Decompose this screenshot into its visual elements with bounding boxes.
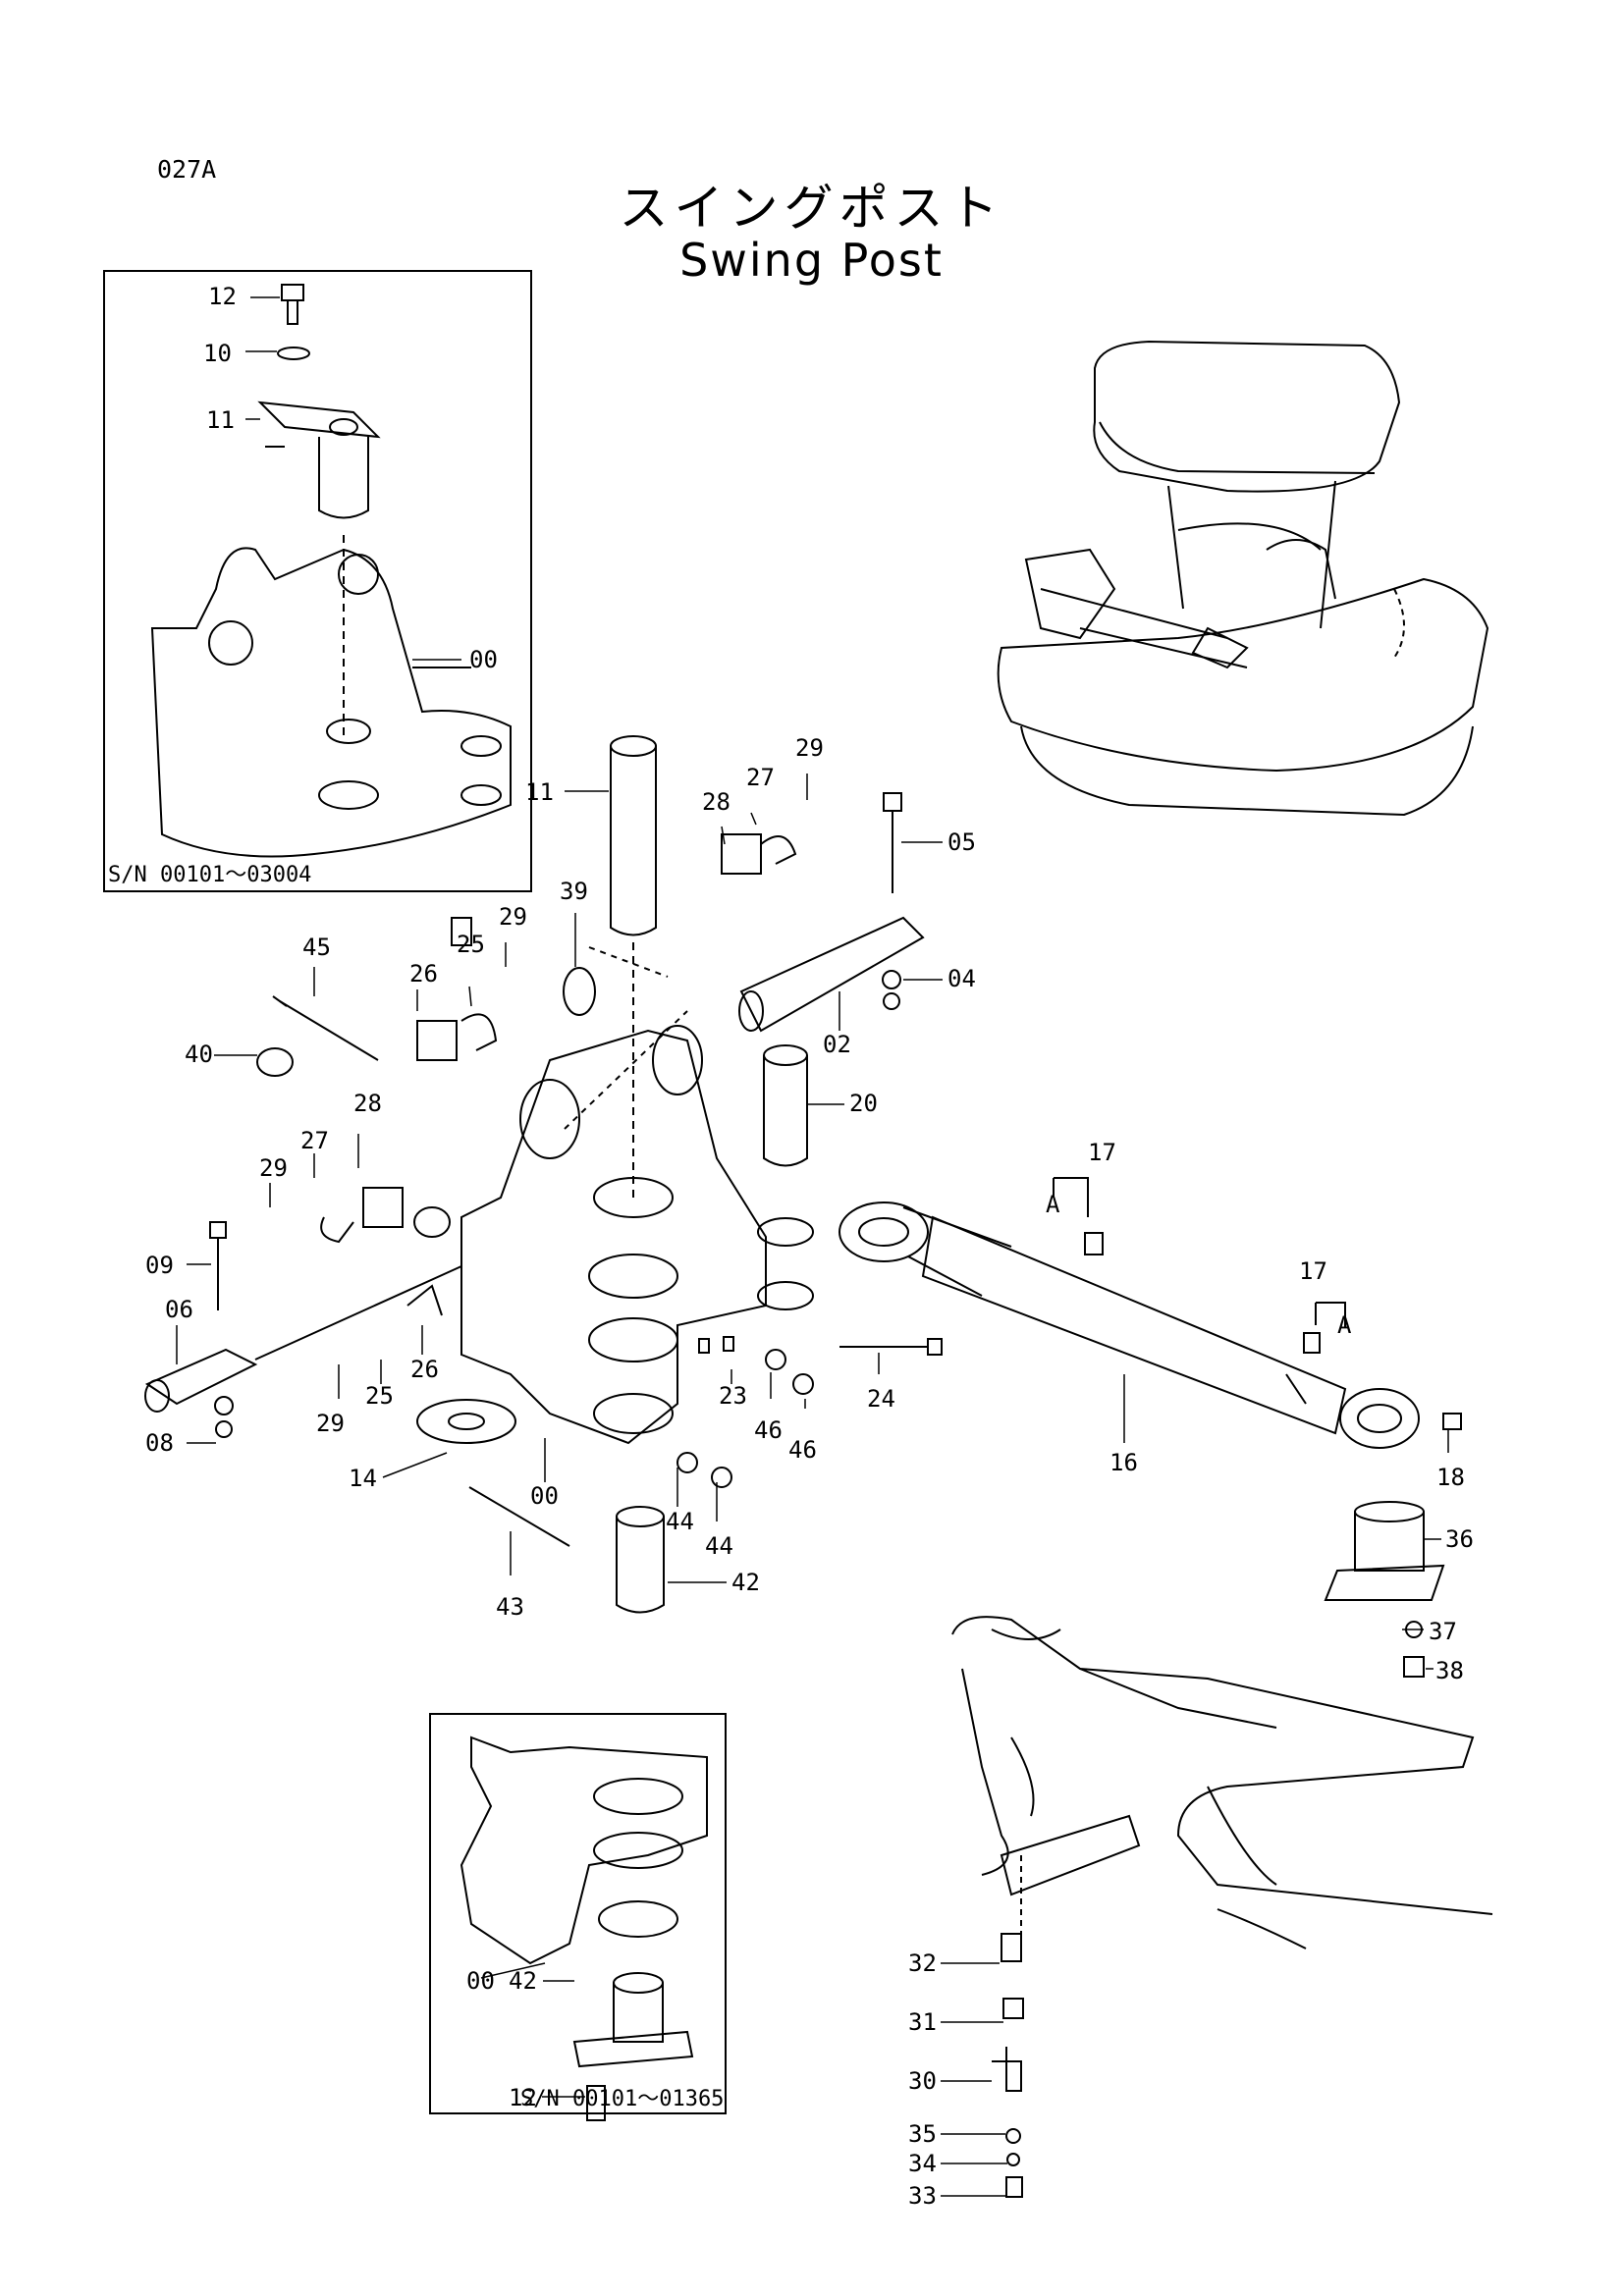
callout-label: 44 bbox=[705, 1532, 733, 1560]
callout-label: 26 bbox=[410, 1356, 439, 1383]
callout-label: 17 bbox=[1299, 1257, 1327, 1285]
callout-label: 12 bbox=[208, 283, 237, 310]
callout-label: 29 bbox=[499, 903, 527, 931]
inset-bottom-parts bbox=[460, 1735, 708, 2121]
callout-label: 44 bbox=[666, 1508, 694, 1535]
callout-label: 12 bbox=[509, 2084, 537, 2111]
inset-top-frame bbox=[103, 270, 532, 892]
callout-label: 27 bbox=[746, 764, 775, 791]
callout-label: 32 bbox=[908, 1949, 937, 1977]
callout-label: 11 bbox=[206, 406, 235, 434]
callout-label: 25 bbox=[365, 1382, 394, 1410]
excavator-cab-illustration bbox=[997, 340, 1489, 817]
callout-label: 27 bbox=[300, 1127, 329, 1154]
callout-label: 46 bbox=[754, 1416, 783, 1444]
callout-label: 06 bbox=[165, 1296, 193, 1323]
callout-label: 24 bbox=[867, 1385, 895, 1413]
callout-label: 31 bbox=[908, 2008, 937, 2036]
callout-label: 26 bbox=[409, 960, 438, 988]
callout-label: 43 bbox=[496, 1593, 524, 1621]
callout-label: 35 bbox=[908, 2120, 937, 2148]
swing-cylinder-illustration bbox=[839, 1177, 1462, 1678]
callout-label: 37 bbox=[1429, 1618, 1457, 1645]
callout-label: 25 bbox=[457, 931, 485, 958]
callout-label: 42 bbox=[731, 1569, 760, 1596]
callout-label: 36 bbox=[1445, 1525, 1474, 1553]
swing-post-main-assembly bbox=[144, 735, 943, 1614]
callout-label: 23 bbox=[719, 1382, 747, 1410]
callout-label: 05 bbox=[947, 828, 976, 856]
callout-label: 02 bbox=[823, 1031, 851, 1058]
page-title-japanese: スイングポスト bbox=[619, 180, 1004, 237]
callout-label: 33 bbox=[908, 2182, 937, 2210]
callout-label: 11 bbox=[525, 778, 554, 806]
callout-label: 29 bbox=[259, 1154, 288, 1182]
upper-frame-illustration bbox=[951, 1616, 1493, 2198]
callout-label: 29 bbox=[316, 1410, 345, 1437]
inset-top-parts bbox=[150, 284, 512, 858]
callout-label: 00 bbox=[469, 646, 498, 673]
callout-label: 00 bbox=[466, 1967, 495, 1995]
callout-label: 09 bbox=[145, 1252, 174, 1279]
callout-label: 39 bbox=[560, 878, 588, 905]
callout-label: 14 bbox=[349, 1465, 377, 1492]
callout-label: 18 bbox=[1436, 1464, 1465, 1491]
callout-label: 00 bbox=[530, 1482, 559, 1510]
callout-label: 04 bbox=[947, 965, 976, 992]
callout-label: 40 bbox=[185, 1041, 213, 1068]
inset-top-serial: S/N 00101～03004 bbox=[108, 863, 312, 887]
callout-label: A bbox=[1046, 1191, 1060, 1218]
callout-label: 29 bbox=[795, 734, 824, 762]
callout-label: 08 bbox=[145, 1429, 174, 1457]
callout-label: 34 bbox=[908, 2150, 937, 2177]
callout-label: 28 bbox=[353, 1090, 382, 1117]
inset-bottom-frame bbox=[429, 1713, 727, 2114]
page-code: 027A bbox=[157, 155, 217, 184]
callout-label: 16 bbox=[1109, 1449, 1138, 1476]
inset-bottom-serial: S/N 00101～01365 bbox=[520, 2087, 725, 2111]
callout-label: 10 bbox=[203, 340, 232, 367]
callout-label: 46 bbox=[788, 1436, 817, 1464]
callout-label: 28 bbox=[702, 788, 730, 816]
callout-label: 42 bbox=[509, 1967, 537, 1995]
callout-label: 30 bbox=[908, 2067, 937, 2095]
callout-label: 20 bbox=[849, 1090, 878, 1117]
callout-leader-lines bbox=[176, 296, 1449, 2197]
callout-label: 17 bbox=[1088, 1139, 1116, 1166]
callout-label: A bbox=[1337, 1311, 1352, 1339]
callout-label: 38 bbox=[1435, 1657, 1464, 1684]
callout-label: 45 bbox=[302, 934, 331, 961]
page-title-english: Swing Post bbox=[679, 234, 944, 287]
